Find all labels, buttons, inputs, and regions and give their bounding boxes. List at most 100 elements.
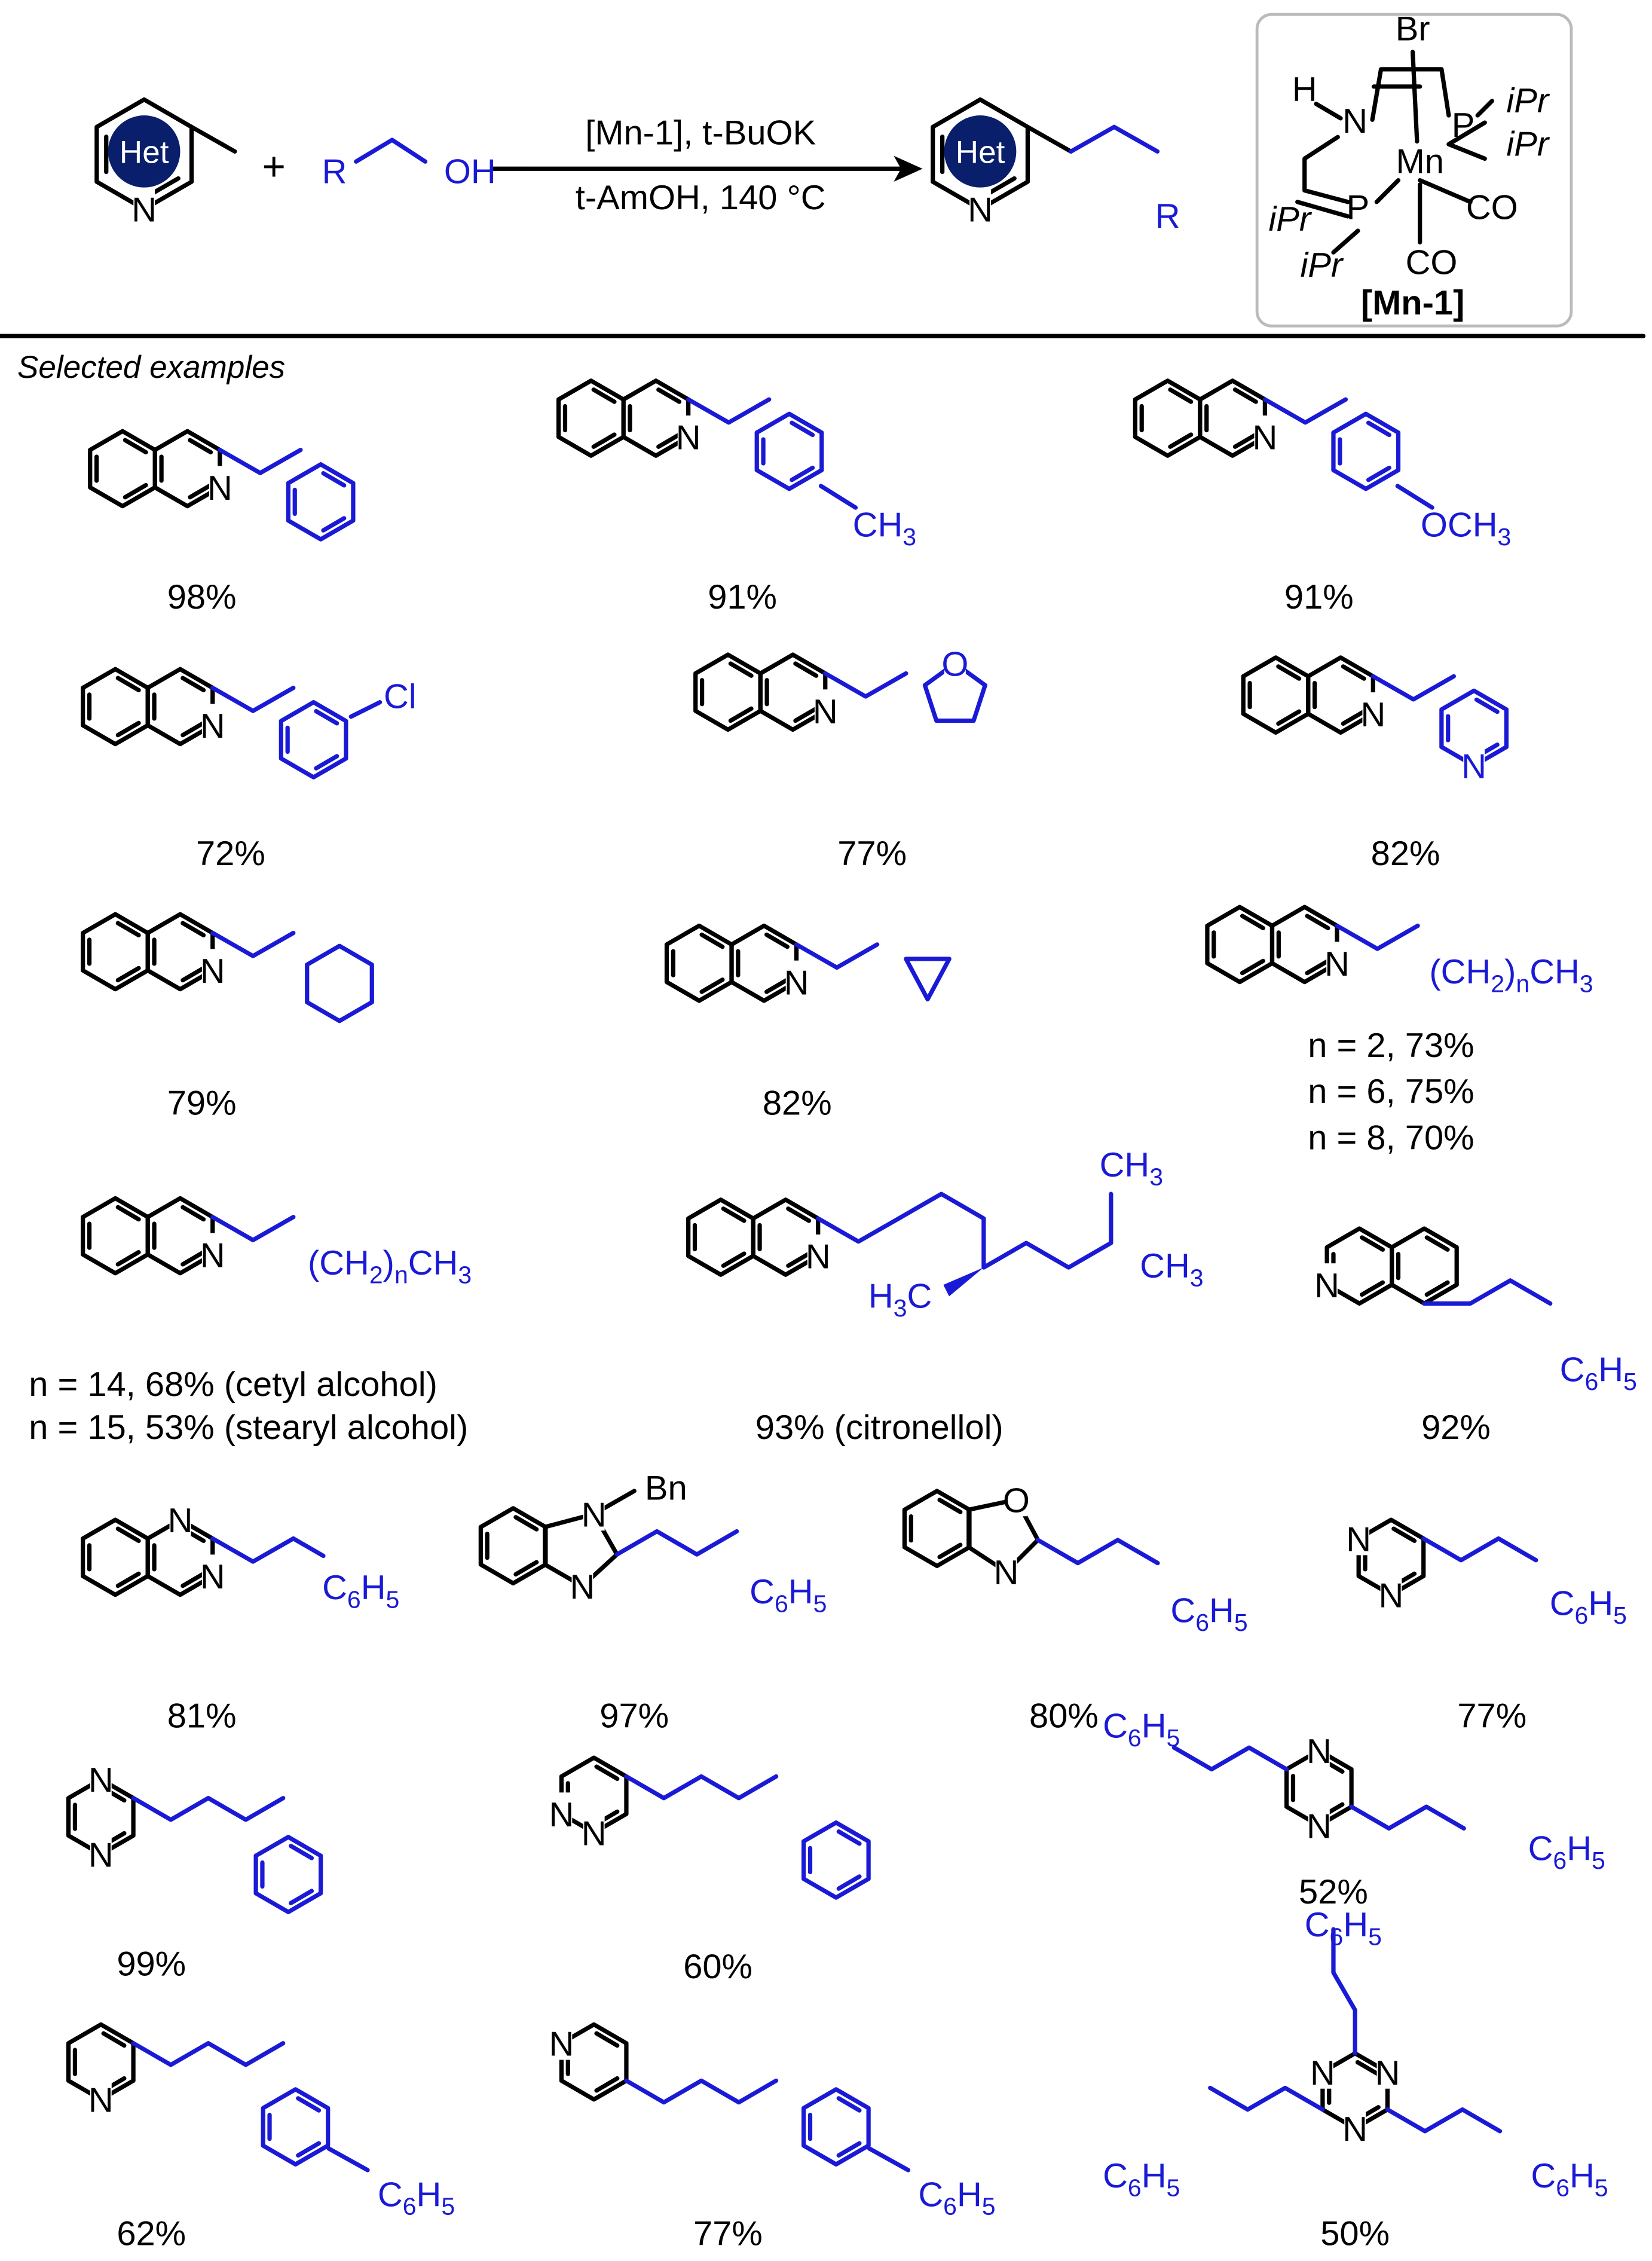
pyridyl-ring-double: [1474, 697, 1500, 714]
product-n-atom: N: [968, 191, 993, 230]
yield-q-alkyl-1: n = 6, 75%: [1308, 1073, 1474, 1111]
tolyl-ring-double: [790, 465, 815, 482]
catalyst-co-1: CO: [1466, 189, 1518, 227]
benzoxazole-o-bg: [1005, 1478, 1027, 1517]
q4-n-atom-bg: [1316, 1263, 1338, 1301]
pyrimidine-n1-bg: [1348, 1517, 1370, 1556]
quinoline-alkyl-benzo-ring-double: [1240, 958, 1265, 976]
triazine-n3: N: [1375, 2054, 1400, 2092]
yield-pyr2: 62%: [117, 2214, 186, 2253]
catalyst-co-2: CO: [1406, 243, 1458, 282]
quinoline-cyclopropyl-pyridine-ring-double: [764, 932, 790, 949]
pyrazine-n4-bg: [90, 1832, 112, 1871]
phenyl-ring-double: [321, 516, 347, 533]
yield-q-cy: 79%: [167, 1084, 237, 1122]
anisyl-ring-double: [1366, 465, 1391, 482]
catalyst-bond-4: [1446, 120, 1487, 146]
tolyl-ch3: CH3: [853, 506, 916, 550]
phenyl-ring-double: [321, 471, 347, 488]
quinoline-pyridyl-pyridine-ring-double: [1341, 664, 1366, 681]
quinoline-chlorophenyl-benzo-ring-double: [115, 676, 141, 693]
quinoxaline-n-atom: N: [200, 1558, 225, 1596]
quinoline-chlorophenyl-pyridine-ring-double: [181, 676, 206, 693]
quinoxaline-c6h5: C6H5: [322, 1569, 399, 1613]
pyridazine-phenyl: [801, 1820, 871, 1900]
quinoxaline-linker: [210, 1536, 296, 1564]
pyridyl-n-atom: N: [1461, 748, 1486, 786]
quinoline-anisyl-linker: [1262, 397, 1348, 425]
pyridyl-n-atom-bg: [1463, 744, 1485, 783]
bispyrazine-chain-right: [1349, 1804, 1466, 1831]
product-n-atom-bg: [969, 187, 992, 226]
quinolin-4-yl-benzo-ring-double: [1360, 1280, 1385, 1297]
quinoline-anisyl-pyridine-ring-double: [1232, 432, 1258, 449]
quinoline-cyclohexyl-benzo-ring-double: [115, 965, 141, 983]
quinoline-long-alkyl-pyridine-ring-double: [181, 1205, 206, 1222]
het-n-atom-bg: [133, 187, 155, 226]
q4-n-atom: N: [1314, 1267, 1339, 1305]
pyrazine-phenyl: [253, 1835, 323, 1914]
quinoline-alkyl-pyridine-ring-double: [1305, 913, 1330, 930]
quinoxaline-benzo-ring-double: [115, 1571, 141, 1588]
quinoline-phenyl-pyridine-ring-double: [188, 482, 213, 500]
quinoline-pyridyl-benzo-ring: [1241, 655, 1311, 735]
quinoline-phenyl-n-atom-bg: [209, 466, 231, 505]
plus-sign: +: [262, 145, 286, 190]
yield-pyr4: 77%: [693, 2214, 763, 2253]
pyrazine-n4: N: [88, 1837, 114, 1875]
yield-q-clph: 72%: [196, 835, 265, 873]
tolyl-ring-double: [790, 420, 815, 438]
benzimidazole-benzo-double: [513, 1515, 539, 1532]
citronellyl-h3c: H3C: [868, 1278, 932, 1322]
catalyst-bond-5: [1446, 142, 1487, 161]
quinolin-4-yl-benzo-ring-double: [1360, 1235, 1385, 1252]
quinolin-4-yl-pyridine-ring-double: [1424, 1235, 1450, 1252]
chloro-label: Cl: [384, 677, 417, 716]
bispyrazine-c6h5-left: C6H5: [1103, 1707, 1180, 1751]
quinoline-pyridyl-linker: [1370, 674, 1456, 702]
conditions-text: t-AmOH, 140 °C: [576, 179, 826, 217]
het-n-atom: N: [131, 191, 157, 230]
chlorophenyl-ring-double: [314, 754, 339, 771]
q4-c6h5: C6H5: [1560, 1351, 1637, 1395]
triazine-n1-bg: [1311, 2051, 1333, 2089]
chloro-bond: [348, 700, 383, 719]
het-methyl-bond: [189, 124, 237, 154]
triazine-n3-bg: [1376, 2051, 1399, 2089]
quinoxaline-n-top-bg: [169, 1498, 191, 1536]
quinoline-phenyl-pyridine-ring-double: [188, 438, 213, 455]
catalyst-ipr-3: iPr: [1268, 200, 1312, 239]
triazine-c6h5-top: C6H5: [1305, 1906, 1382, 1950]
quinoline-alkyl-n-atom-bg: [1326, 942, 1348, 980]
alcohol-chain: [354, 138, 428, 164]
pyrazine-n1: N: [88, 1761, 114, 1799]
pyridine-2-chain: [131, 2041, 286, 2067]
pyridazine-n2: N: [582, 1814, 607, 1853]
quinoline-chlorophenyl-linker: [210, 685, 296, 713]
pyridine-4-n: N: [549, 2025, 574, 2064]
bispyrazine-n4: N: [1307, 1807, 1332, 1846]
catalyst-p-left: P: [1347, 189, 1370, 227]
citronellyl-ch3-right: CH3: [1140, 1247, 1203, 1291]
cyclohexyl-ring: [305, 943, 374, 1023]
pyrazine-n1-bg: [90, 1758, 112, 1796]
quinoline-long-alkyl-benzo-ring: [81, 1196, 150, 1276]
pyridazine-n1-bg: [550, 1792, 573, 1831]
pyrimidine-ring-double: [1391, 1526, 1417, 1544]
quinoline-pyridyl-pyridine-ring-double: [1341, 709, 1366, 726]
quinoline-furyl-pyridine-ring-double: [793, 661, 819, 678]
quinoline-cyclopropyl-linker: [794, 942, 880, 970]
benzimidazole-n1-bg: [583, 1492, 605, 1531]
quinoline-anisyl-n-atom-bg: [1254, 415, 1276, 454]
product-het-label: Het: [956, 135, 1005, 170]
yield-q4: 92%: [1421, 1408, 1491, 1447]
benzimidazole-n3: N: [570, 1568, 595, 1606]
product-ch2-bond: [1025, 124, 1073, 154]
bispyrazine-n4-bg: [1308, 1804, 1330, 1843]
quinoline-long-alkyl-linker: [210, 1215, 296, 1242]
chlorophenyl-ring: [279, 700, 348, 780]
benzoxazole-chain: [1035, 1538, 1160, 1566]
quinoline-long-alkyl-n-atom: N: [200, 1236, 225, 1275]
pyridine-4-chain: [624, 2078, 779, 2105]
citronellyl-ch3-top: CH3: [1100, 1146, 1163, 1190]
